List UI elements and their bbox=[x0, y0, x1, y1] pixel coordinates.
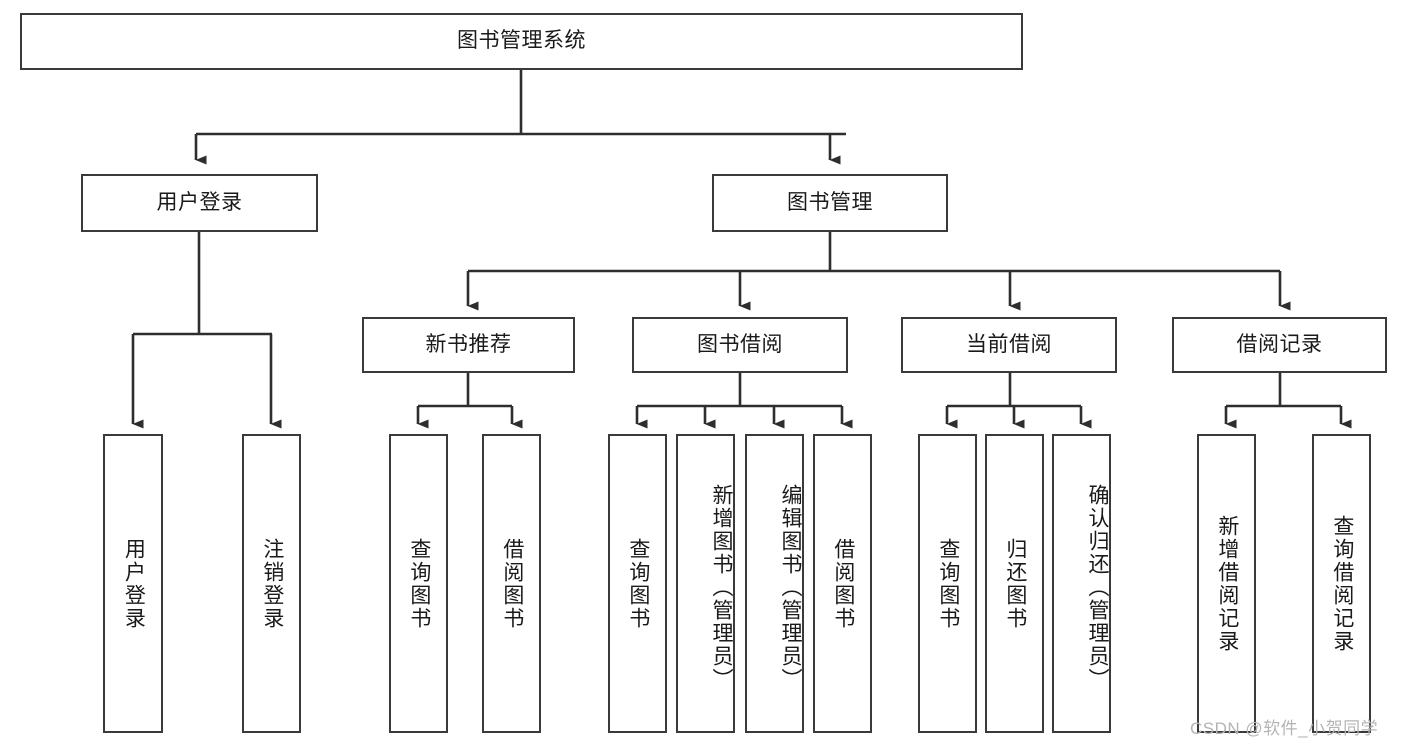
node-user-login-label: 用户登录 bbox=[156, 190, 243, 214]
node-leaf-logout[interactable]: 注销登录 bbox=[242, 434, 301, 733]
node-user-login[interactable]: 用户登录 bbox=[81, 174, 318, 232]
node-leaf-add-record[interactable]: 新增借阅记录 bbox=[1197, 434, 1256, 733]
node-leaf-query-book-2-label: 查询图书 bbox=[626, 537, 650, 630]
node-book-borrow-label: 图书借阅 bbox=[697, 332, 783, 356]
csdn-watermark: CSDN @软件_小贺同学 bbox=[1190, 714, 1378, 739]
node-leaf-query-record[interactable]: 查询借阅记录 bbox=[1312, 434, 1371, 733]
node-leaf-borrow-book-1-label: 借阅图书 bbox=[500, 537, 524, 630]
node-new-book-recommend[interactable]: 新书推荐 bbox=[362, 317, 575, 373]
node-leaf-query-book-1-label: 查询图书 bbox=[407, 537, 431, 630]
node-leaf-user-login[interactable]: 用户登录 bbox=[103, 434, 163, 733]
node-borrow-record[interactable]: 借阅记录 bbox=[1172, 317, 1387, 373]
node-root[interactable]: 图书管理系统 bbox=[20, 13, 1023, 70]
node-leaf-borrow-book-2[interactable]: 借阅图书 bbox=[813, 434, 872, 733]
node-leaf-edit-book[interactable]: 编辑图书（管理员） bbox=[745, 434, 804, 733]
node-leaf-confirm-return-label: 确认归还（管理员） bbox=[1086, 484, 1109, 691]
node-leaf-query-record-label: 查询借阅记录 bbox=[1330, 514, 1354, 653]
node-leaf-logout-label: 注销登录 bbox=[260, 537, 284, 630]
node-leaf-add-book-label: 新增图书（管理员） bbox=[710, 484, 733, 691]
node-leaf-add-book[interactable]: 新增图书（管理员） bbox=[676, 434, 735, 733]
node-book-management[interactable]: 图书管理 bbox=[712, 174, 948, 232]
node-leaf-query-book-3[interactable]: 查询图书 bbox=[918, 434, 977, 733]
node-new-book-recommend-label: 新书推荐 bbox=[425, 332, 512, 356]
node-root-label: 图书管理系统 bbox=[457, 29, 586, 53]
node-book-management-label: 图书管理 bbox=[787, 190, 873, 214]
node-leaf-query-book-3-label: 查询图书 bbox=[936, 537, 960, 630]
node-borrow-record-label: 借阅记录 bbox=[1236, 332, 1323, 356]
node-current-borrow[interactable]: 当前借阅 bbox=[901, 317, 1117, 373]
node-book-borrow[interactable]: 图书借阅 bbox=[632, 317, 848, 373]
node-leaf-return-book[interactable]: 归还图书 bbox=[985, 434, 1044, 733]
node-leaf-return-book-label: 归还图书 bbox=[1003, 537, 1027, 630]
node-leaf-user-login-label: 用户登录 bbox=[122, 537, 146, 630]
node-leaf-borrow-book-1[interactable]: 借阅图书 bbox=[482, 434, 541, 733]
csdn-watermark-text: CSDN @软件_小贺同学 bbox=[1190, 719, 1379, 738]
node-leaf-query-book-2[interactable]: 查询图书 bbox=[608, 434, 667, 733]
node-leaf-edit-book-label: 编辑图书（管理员） bbox=[779, 484, 802, 691]
node-leaf-borrow-book-2-label: 借阅图书 bbox=[831, 537, 855, 630]
node-leaf-add-record-label: 新增借阅记录 bbox=[1215, 514, 1239, 653]
node-current-borrow-label: 当前借阅 bbox=[966, 332, 1052, 356]
node-leaf-query-book-1[interactable]: 查询图书 bbox=[389, 434, 448, 733]
node-leaf-confirm-return[interactable]: 确认归还（管理员） bbox=[1052, 434, 1111, 733]
